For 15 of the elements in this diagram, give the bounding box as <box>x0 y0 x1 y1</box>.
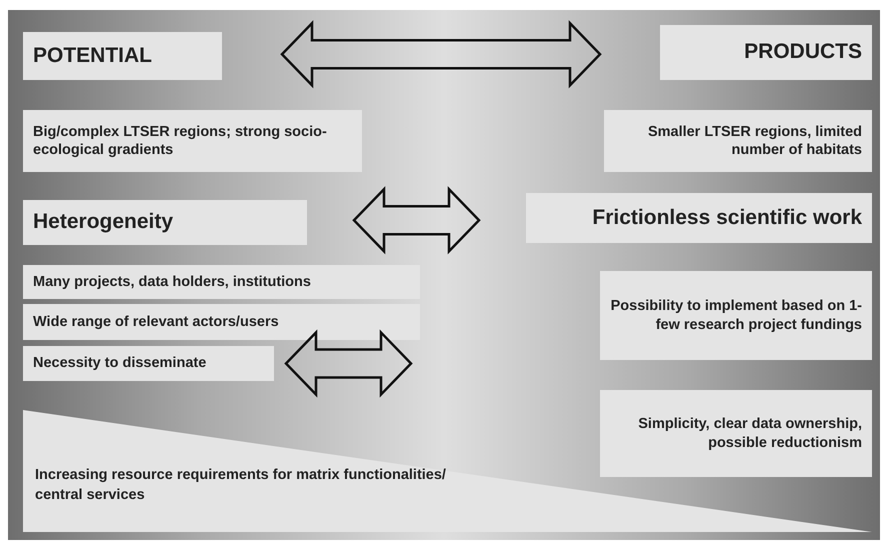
double-arrow <box>280 20 602 88</box>
double-arrow <box>352 186 481 254</box>
label-box: Smaller LTSER regions, limited number of habitats <box>604 110 872 172</box>
label-box: Big/complex LTSER regions; strong socio-ecological gradients <box>23 110 362 172</box>
heading-box: Frictionless scientific work <box>526 193 872 243</box>
heading-box: PRODUCTS <box>660 25 872 80</box>
label-box: Simplicity, clear data ownership, possible reductionism <box>600 390 872 477</box>
label-box: Necessity to disseminate <box>23 346 274 381</box>
heading-box: Heterogeneity <box>23 200 307 245</box>
label-box: Possibility to implement based on 1-few research project fundings <box>600 271 872 360</box>
label-box: Wide range of relevant actors/users <box>23 304 420 340</box>
heading-box: POTENTIAL <box>23 32 222 80</box>
label-box: Many projects, data holders, institutions <box>23 265 420 299</box>
double-arrow <box>284 329 413 398</box>
note-text: Increasing resource requirements for matrix functionalities/ central services <box>35 466 447 505</box>
